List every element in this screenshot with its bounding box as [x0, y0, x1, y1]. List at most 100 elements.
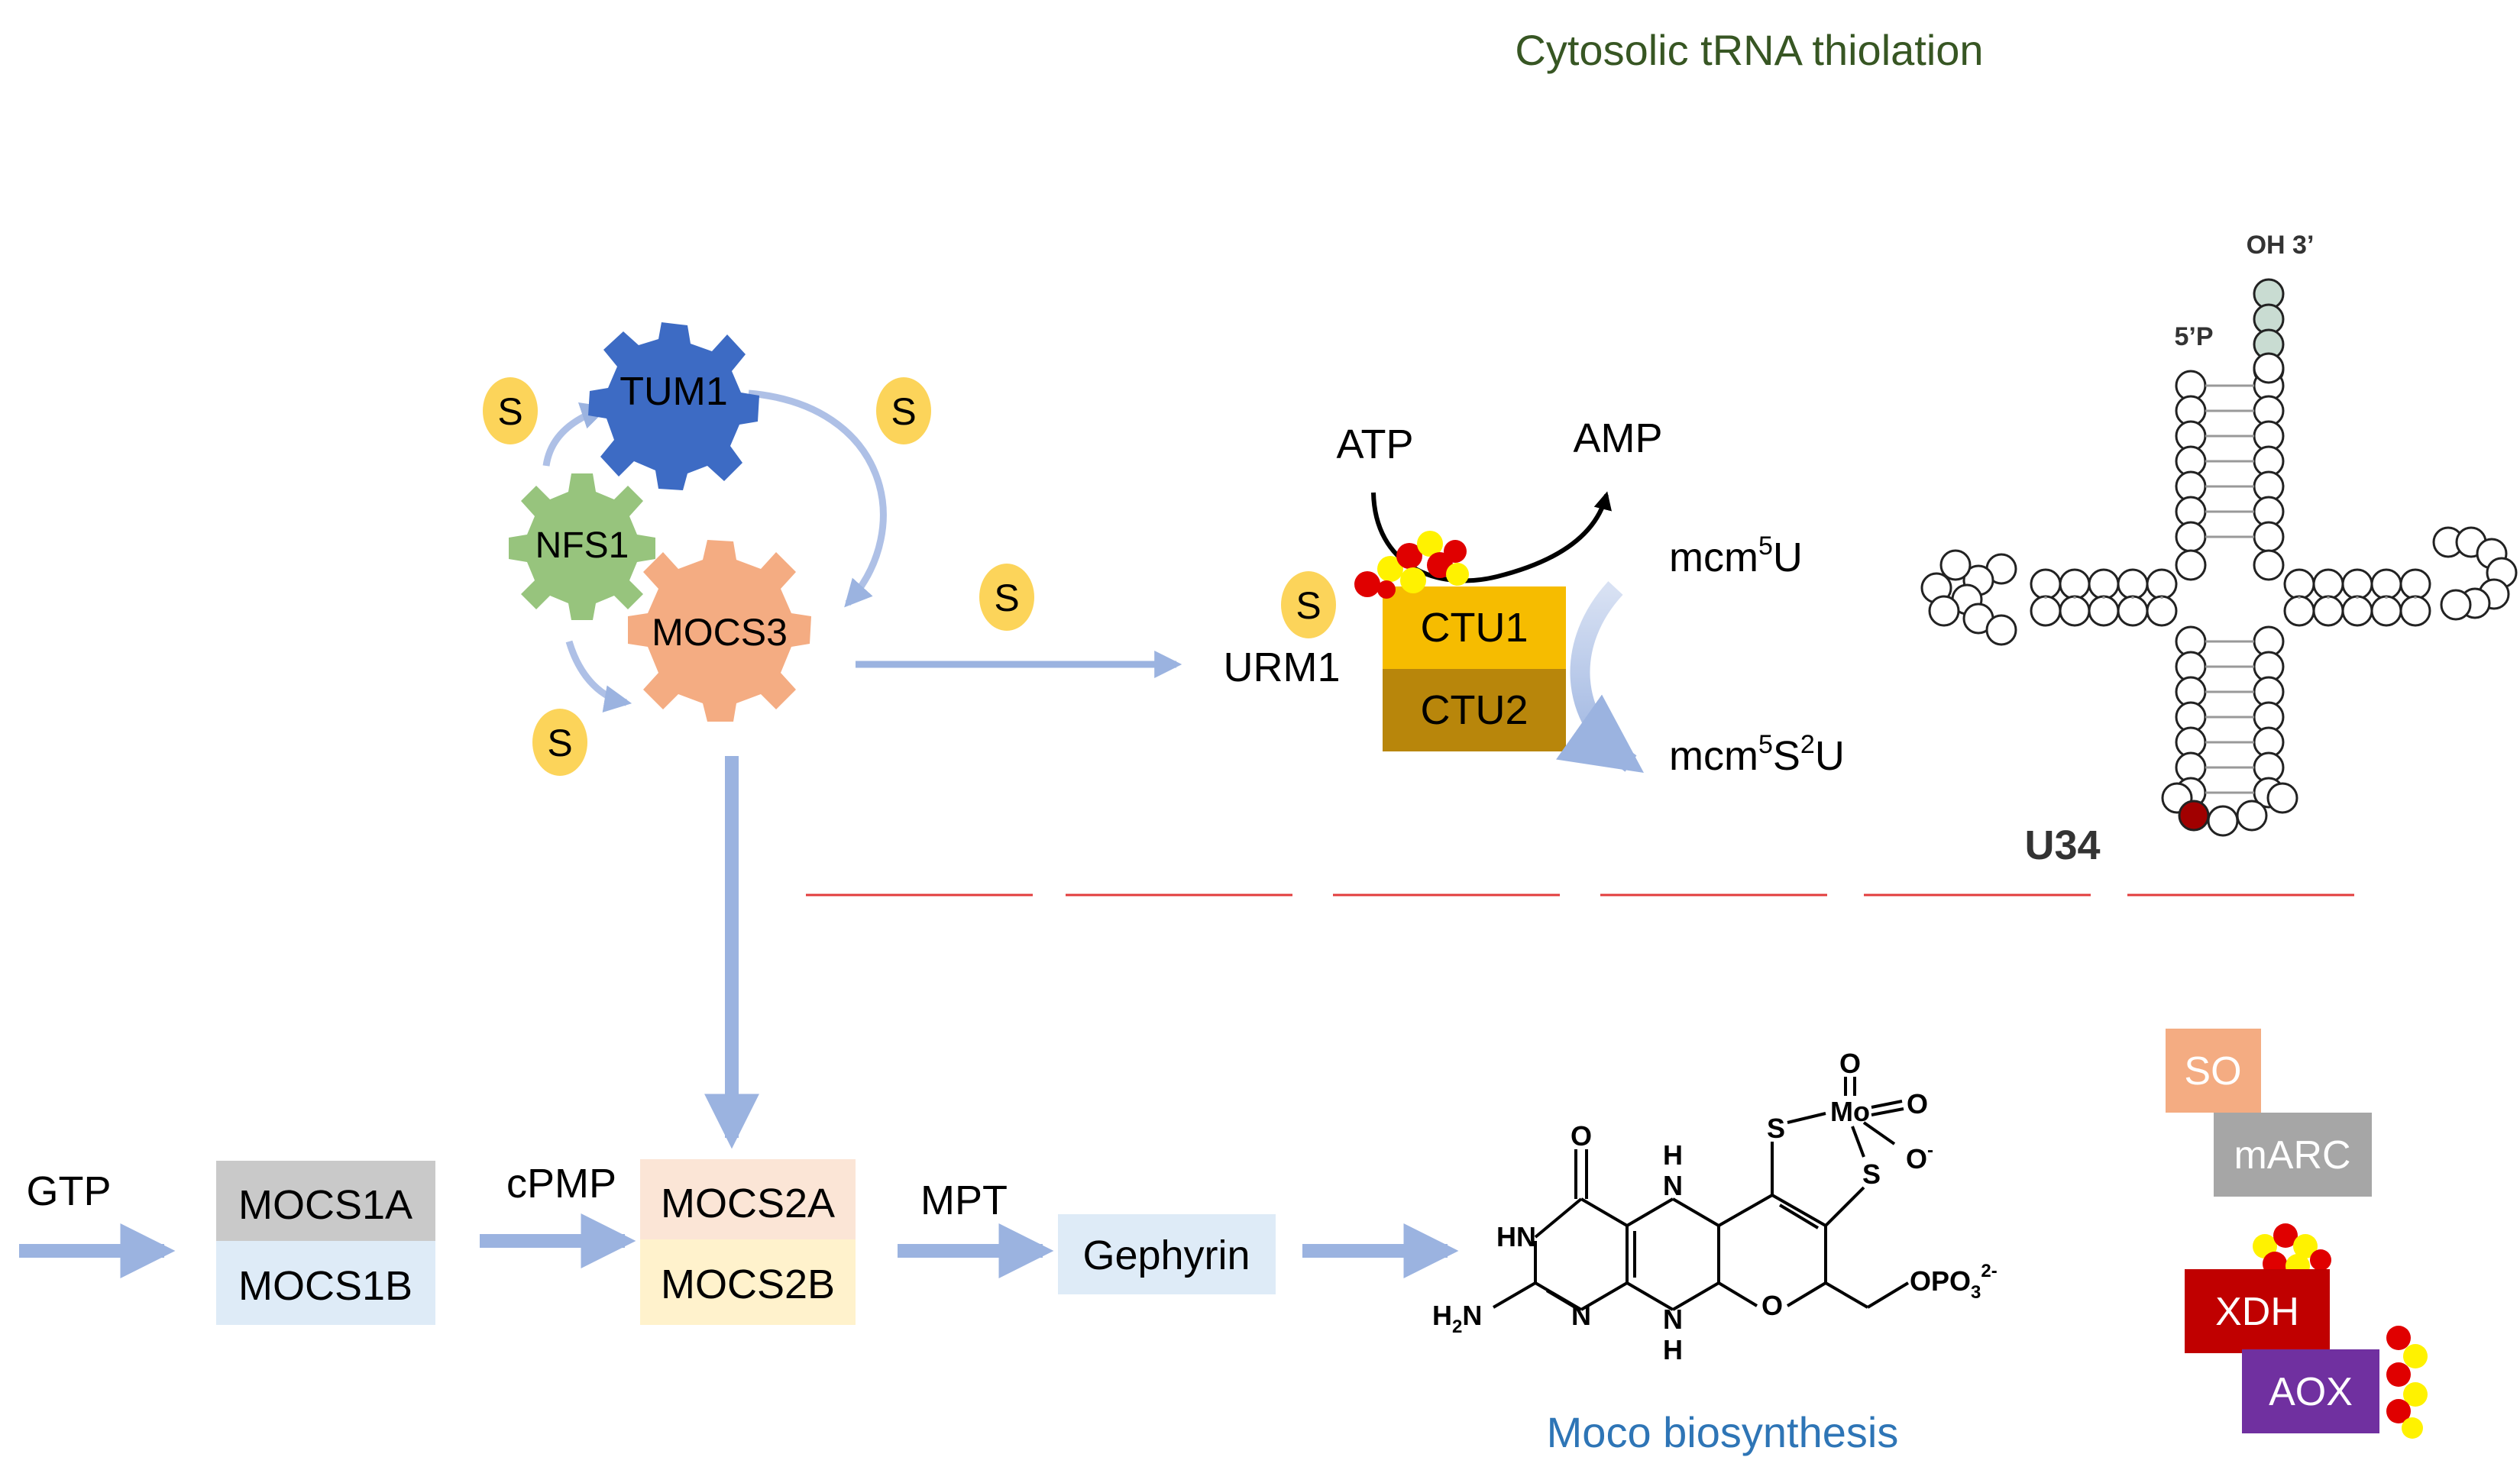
iron-sulfur-cluster-icon [2386, 1326, 2428, 1439]
opo3-label: OPO32- [1910, 1261, 1998, 1303]
thiolation-curve-arrow [1556, 581, 1644, 774]
svg-text:S: S [1862, 1158, 1881, 1190]
svg-text:S: S [1767, 1113, 1785, 1144]
trna-nucleotide [2175, 521, 2207, 553]
trna-nucleotide [2253, 352, 2285, 384]
svg-text:S: S [891, 390, 916, 433]
moco-structure: O O Mo O O- S S H N HN N N H H2N O OPO32… [1432, 1048, 1998, 1365]
marc-label: mARC [2234, 1133, 2350, 1178]
svg-text:O: O [1571, 1120, 1592, 1152]
trna-nucleotide [2440, 589, 2472, 621]
trna-nucleotide [2399, 595, 2431, 627]
gtp-label: GTP [26, 1168, 111, 1214]
ctu2-box [1383, 669, 1566, 751]
ctu1-box [1383, 586, 1566, 669]
trna-nucleotide [2117, 595, 2149, 627]
atp-amp-arrow [1371, 491, 1612, 583]
mcm5s2u-label: mcm5S2U [1669, 730, 1845, 779]
mocs1a-label: MOCS1A [238, 1182, 412, 1228]
svg-text:O: O [1761, 1290, 1783, 1321]
mpt-label: MPT [920, 1178, 1008, 1223]
trna-nucleotide [2117, 568, 2149, 600]
trna-nucleotide [2370, 595, 2402, 627]
mocs1a-box [216, 1161, 435, 1241]
mcm5u-label: mcm5U [1669, 531, 1803, 580]
trna-nucleotide [2207, 805, 2239, 837]
trna-nucleotide [2059, 568, 2091, 600]
mocs2b-label: MOCS2B [661, 1262, 835, 1307]
svg-text:N: N [1663, 1170, 1683, 1201]
trna-nucleotide [2266, 782, 2298, 814]
svg-text:N: N [1663, 1304, 1683, 1335]
o-minus-label: O- [1906, 1140, 1933, 1174]
xdh-label: XDH [2215, 1290, 2299, 1334]
trna-nucleotide [2370, 568, 2402, 600]
trna-5prime-label: 5’P [2174, 322, 2213, 351]
tum1-gear-shape [588, 322, 759, 490]
trna-nucleotide [1985, 614, 2017, 646]
so-label: SO [2184, 1049, 2241, 1094]
aox-label: AOX [2269, 1370, 2353, 1414]
trna-nucleotide [2088, 568, 2120, 600]
sulfur-atom: S [979, 564, 1034, 631]
nfs1-label: NFS1 [535, 525, 629, 566]
nfs1-gear: NFS1 [509, 473, 655, 620]
svg-text:Mo: Mo [1830, 1096, 1870, 1127]
iron-sulfur-cluster-icon [1354, 531, 1469, 599]
trna-nucleotide [2283, 568, 2315, 600]
trna-nucleotide [2283, 595, 2315, 627]
trna-nucleotide [2253, 549, 2285, 581]
mocs2b-box [640, 1239, 856, 1325]
trna-nucleotide [2312, 595, 2344, 627]
atp-label: ATP [1336, 422, 1413, 467]
ctu2-label: CTU2 [1420, 687, 1528, 733]
sulfur-atom: S [532, 709, 587, 776]
trna-nucleotide [2253, 521, 2285, 553]
trna-nucleotide [2312, 568, 2344, 600]
gephyrin-box [1058, 1214, 1276, 1294]
svg-text:S: S [547, 722, 572, 764]
trna-nucleotide [2341, 568, 2373, 600]
mocs2a-label: MOCS2A [661, 1181, 835, 1226]
trna-nucleotide [2146, 595, 2178, 627]
urm1-label: URM1 [1223, 645, 1340, 690]
trna-nucleotide [2399, 568, 2431, 600]
sulfur-atom: S [483, 377, 538, 444]
svg-text:S: S [1296, 584, 1321, 627]
svg-text:S: S [497, 390, 522, 433]
u34-label: U34 [2024, 822, 2100, 868]
trna-nucleotide [2175, 549, 2207, 581]
svg-text:HN: HN [1496, 1221, 1536, 1252]
trna-3prime-label: OH 3’ [2247, 231, 2315, 260]
mocs3-label: MOCS3 [652, 611, 788, 654]
sulfur-atom: S [1281, 571, 1336, 638]
tum1-label: TUM1 [619, 370, 728, 414]
mocs3-gear: MOCS3 [628, 540, 811, 722]
h2n-label: H2N [1432, 1300, 1482, 1337]
trna-nucleotide [2341, 595, 2373, 627]
mocs3-gear-shape [628, 540, 811, 722]
trna-cloverleaf [1920, 278, 2518, 837]
trna-nucleotide [2088, 595, 2120, 627]
trna-nucleotide [1928, 595, 1960, 627]
svg-text:N: N [1571, 1300, 1591, 1331]
so-box [2166, 1029, 2261, 1113]
ctu1-label: CTU1 [1420, 605, 1528, 651]
trna-nucleotide [2236, 800, 2268, 832]
svg-text:H: H [1663, 1334, 1683, 1365]
trna-nucleotide [2178, 800, 2210, 832]
svg-text:S: S [994, 577, 1019, 619]
xdh-box [2185, 1269, 2330, 1353]
sulfur-atom: S [876, 377, 931, 444]
svg-text:H: H [1663, 1139, 1683, 1171]
mocs1b-box [216, 1241, 435, 1325]
cpmp-label: cPMP [506, 1161, 616, 1207]
svg-text:O: O [1839, 1048, 1861, 1079]
moco-title: Moco biosynthesis [1547, 1408, 1899, 1456]
mocs1b-label: MOCS1B [238, 1263, 412, 1309]
trna-nucleotide [2059, 595, 2091, 627]
tum1-gear: TUM1 [588, 322, 759, 490]
gephyrin-label: Gephyrin [1082, 1233, 1250, 1278]
trna-nucleotide [1939, 549, 1972, 581]
